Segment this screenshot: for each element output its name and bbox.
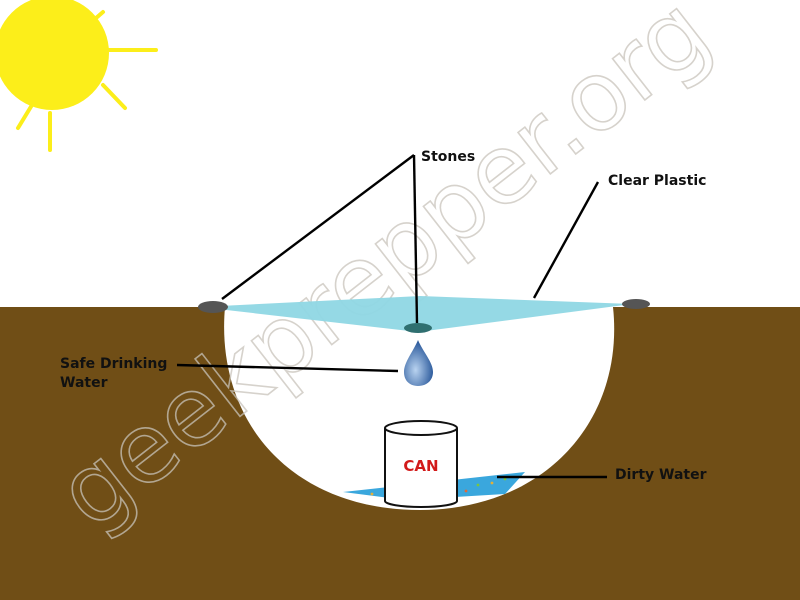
- stones-pointer-center: [412, 154, 419, 324]
- stone-left: [198, 301, 228, 313]
- stones-label: Stones: [421, 149, 475, 165]
- pointer-lines: [176, 154, 607, 479]
- dug-pit: [224, 307, 615, 510]
- safe-water-label-line2: Water: [60, 375, 108, 391]
- clear-plastic-pointer: [532, 181, 600, 299]
- clear-plastic-label: Clear Plastic: [608, 173, 706, 189]
- sun-icon: [0, 0, 158, 152]
- safe-water-pointer: [176, 363, 399, 373]
- stone-right: [622, 299, 650, 309]
- stone-center: [404, 323, 432, 333]
- stones-pointer-left: [221, 154, 415, 300]
- safe-water-label-line1: Safe Drinking: [60, 356, 167, 372]
- dirty-water-label: Dirty Water: [615, 467, 707, 483]
- can: [384, 420, 458, 508]
- water-drop-icon: [404, 340, 433, 386]
- can-label: CAN: [403, 457, 438, 475]
